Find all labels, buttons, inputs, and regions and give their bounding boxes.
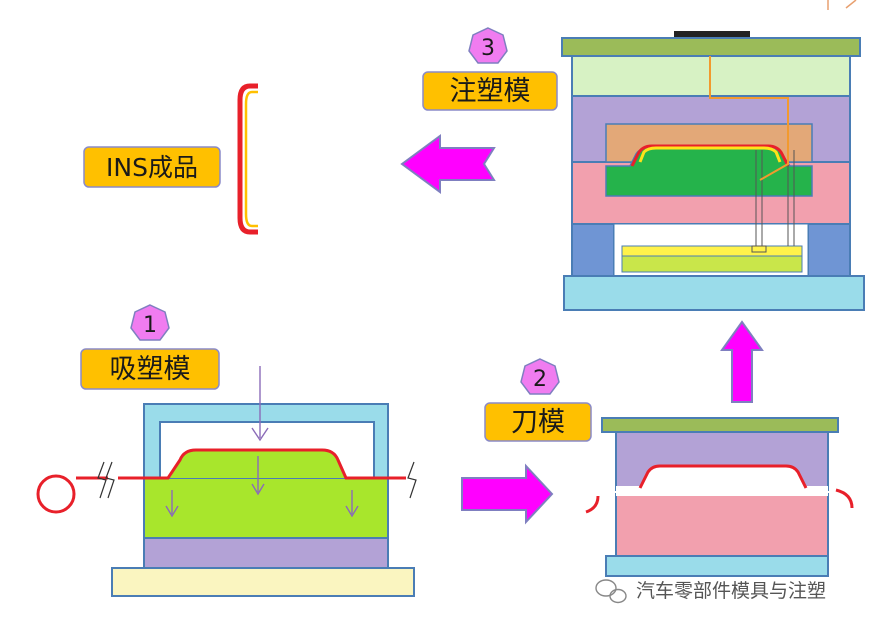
scrap-right bbox=[835, 488, 854, 509]
film-break-left bbox=[97, 461, 115, 499]
top-clamp-plate bbox=[561, 37, 861, 57]
step-2-label: 刀模 bbox=[484, 402, 592, 442]
product-inner-layer bbox=[244, 90, 258, 228]
product-profile bbox=[237, 83, 258, 235]
lower-plate bbox=[143, 537, 389, 569]
step-3-label: 注塑模 bbox=[422, 71, 558, 111]
trim-gap bbox=[616, 466, 828, 496]
step-2-number: 2 bbox=[533, 367, 547, 392]
step-2-label-text: 刀模 bbox=[511, 407, 565, 438]
trimming-die bbox=[585, 417, 854, 577]
ins-film-in-mold bbox=[630, 144, 790, 167]
vacuum-forming-mold bbox=[36, 366, 417, 597]
ins-product-shape bbox=[237, 83, 258, 235]
step-1-badge: 1 bbox=[130, 304, 170, 341]
trimmed-film bbox=[638, 464, 808, 489]
arrow-step3-to-product bbox=[400, 134, 496, 194]
ejector-plate bbox=[621, 255, 803, 273]
watermark: 汽车零部件模具与注塑 bbox=[595, 579, 826, 604]
scrap-left bbox=[585, 495, 600, 514]
step-3-number: 3 bbox=[481, 36, 495, 61]
step-1-label-text: 吸塑模 bbox=[110, 354, 191, 385]
step-1-number: 1 bbox=[143, 313, 157, 338]
film-break-right bbox=[407, 461, 417, 499]
vacuum-arrows bbox=[165, 366, 359, 518]
arrow-step2-to-step3 bbox=[720, 320, 764, 403]
bottom-clamp-plate bbox=[563, 275, 865, 311]
base-plate bbox=[111, 567, 415, 597]
injected-plastic bbox=[638, 146, 782, 163]
film-roll bbox=[36, 474, 76, 514]
runner bbox=[709, 56, 789, 181]
corner-mark bbox=[827, 0, 857, 10]
ejector-pins bbox=[751, 150, 795, 253]
top-plate bbox=[601, 417, 839, 433]
product-label: INS成品 bbox=[83, 146, 221, 188]
wechat-icon bbox=[595, 579, 627, 604]
watermark-text: 汽车零部件模具与注塑 bbox=[636, 580, 826, 602]
support-column-left bbox=[571, 223, 615, 277]
film-sheet bbox=[76, 448, 406, 480]
arrow-step1-to-step2 bbox=[461, 463, 554, 525]
support-column-right bbox=[807, 223, 851, 277]
injection-mold bbox=[561, 31, 865, 311]
step-3-badge: 3 bbox=[468, 27, 508, 64]
step-2-badge: 2 bbox=[520, 358, 560, 395]
flow-arrows bbox=[400, 134, 764, 525]
bottom-plate bbox=[605, 555, 829, 577]
step-3-label-text: 注塑模 bbox=[450, 76, 531, 107]
sprue-bushing bbox=[674, 31, 750, 39]
product-label-text: INS成品 bbox=[106, 153, 198, 182]
ejector-retainer-plate bbox=[621, 245, 803, 257]
lower-die bbox=[615, 493, 829, 557]
step-1-label: 吸塑模 bbox=[80, 348, 220, 390]
